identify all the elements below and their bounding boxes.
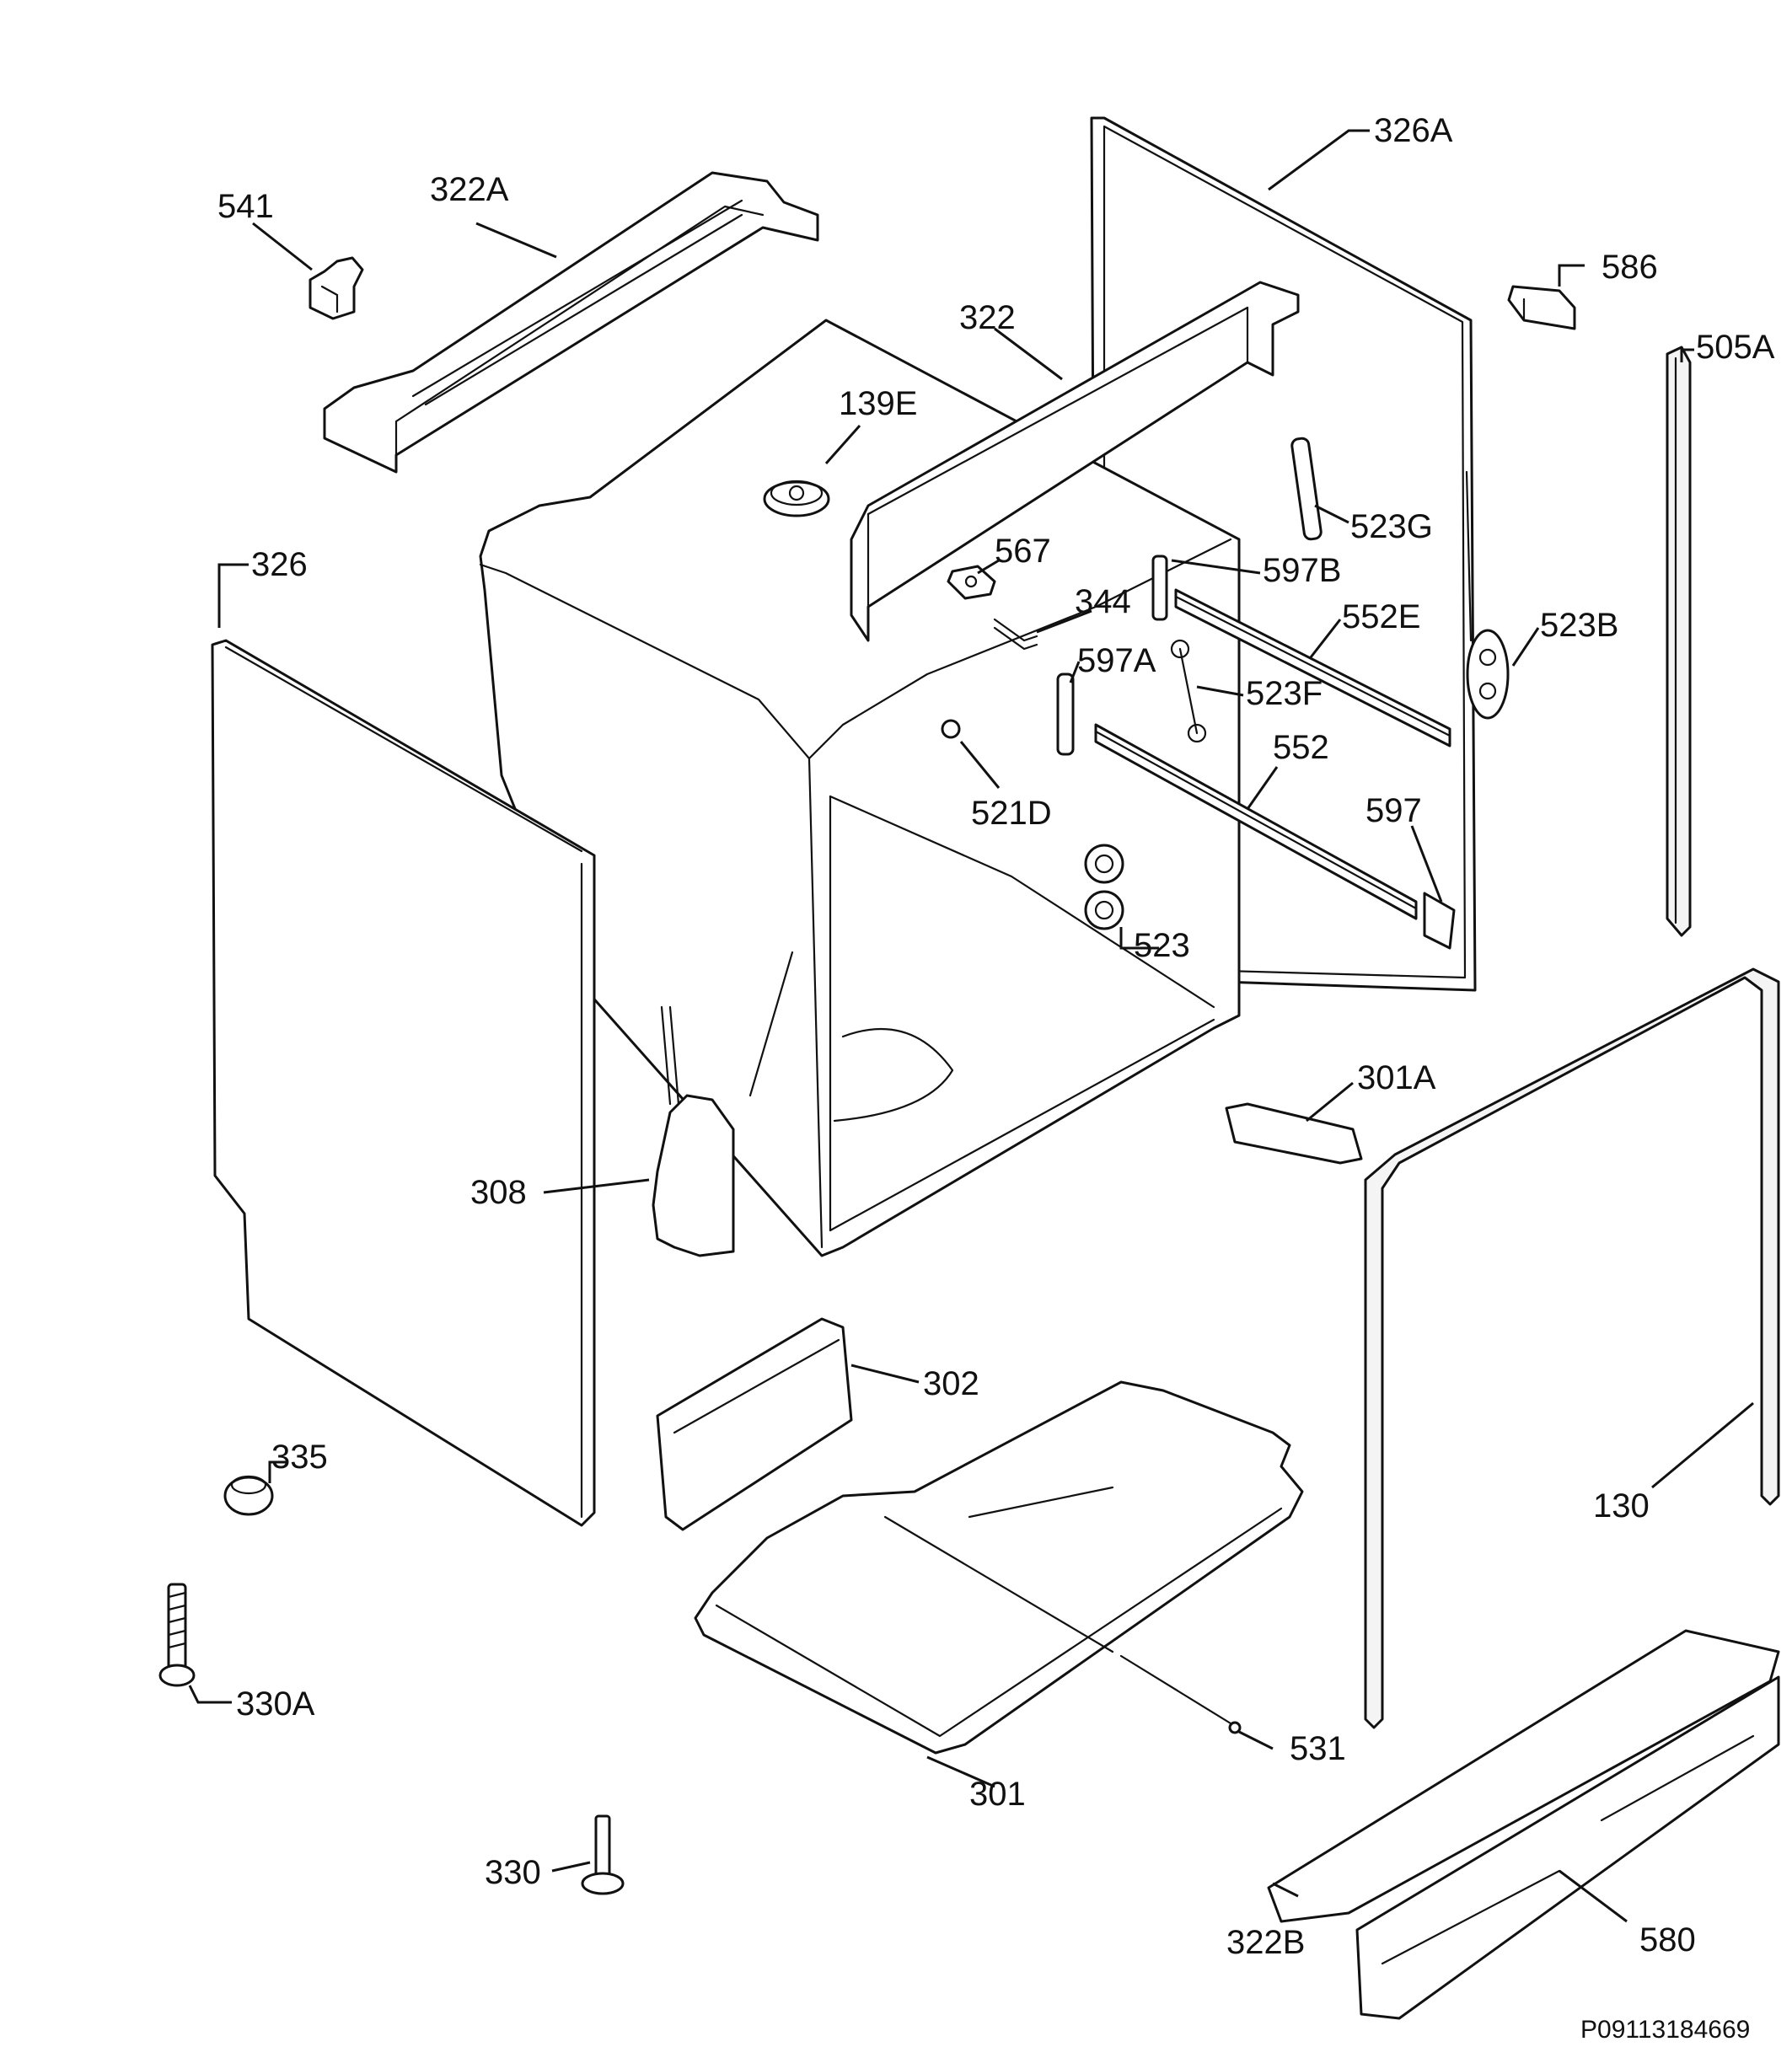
document-id: P09113184669: [1580, 2016, 1750, 2044]
label-322B: 322B: [1226, 1924, 1305, 1961]
part-567-clip[interactable]: [947, 565, 996, 600]
label-523G: 523G: [1350, 508, 1433, 545]
part-552-rail[interactable]: [1094, 723, 1418, 920]
part-tub[interactable]: [479, 319, 1241, 1257]
part-597A-end-cap[interactable]: [1056, 673, 1075, 756]
part-523-bearing-pair[interactable]: [1084, 844, 1124, 930]
part-531-rod[interactable]: [1119, 1654, 1242, 1734]
label-541: 541: [217, 188, 274, 225]
label-330A: 330A: [236, 1685, 315, 1723]
part-322-top-frame[interactable]: [850, 281, 1300, 642]
label-130: 130: [1593, 1487, 1650, 1525]
label-301: 301: [969, 1776, 1026, 1813]
leader-lines: [188, 129, 1754, 1923]
label-567: 567: [995, 533, 1051, 570]
part-301-base[interactable]: [694, 1380, 1304, 1755]
part-326-side-panel[interactable]: [211, 639, 596, 1527]
label-597A: 597A: [1077, 642, 1156, 679]
part-523F-link[interactable]: [1170, 639, 1207, 743]
part-330-screw[interactable]: [581, 1814, 625, 1895]
part-301A-handle[interactable]: [1225, 1102, 1363, 1165]
label-139E: 139E: [839, 385, 917, 422]
label-552E: 552E: [1342, 598, 1420, 635]
part-597B-end-cap[interactable]: [1151, 555, 1168, 621]
label-326: 326: [251, 546, 308, 583]
label-330: 330: [485, 1854, 541, 1891]
label-597B: 597B: [1263, 552, 1341, 589]
label-335: 335: [271, 1439, 328, 1476]
part-344-clip[interactable]: [993, 618, 1038, 651]
label-505A: 505A: [1696, 329, 1775, 366]
label-344: 344: [1075, 583, 1131, 620]
label-302: 302: [923, 1365, 979, 1402]
label-308: 308: [470, 1174, 527, 1211]
label-531: 531: [1290, 1730, 1346, 1767]
part-580-bottom-rail[interactable]: [1267, 1629, 1780, 2020]
part-308-hinge[interactable]: [652, 1005, 735, 1257]
part-139E-knob[interactable]: [763, 480, 830, 517]
label-586: 586: [1602, 249, 1658, 286]
part-541-clip[interactable]: [309, 256, 364, 320]
part-335-nut[interactable]: [223, 1475, 274, 1516]
label-523: 523: [1134, 927, 1190, 964]
label-326A: 326A: [1374, 112, 1453, 149]
label-322A: 322A: [430, 171, 509, 208]
label-580: 580: [1639, 1921, 1696, 1959]
part-130-door-seal[interactable]: [1364, 967, 1780, 1729]
label-523F: 523F: [1246, 675, 1323, 712]
part-521D-plug[interactable]: [941, 719, 961, 739]
part-322A-top-trim[interactable]: [323, 171, 819, 474]
label-523B: 523B: [1540, 607, 1618, 644]
label-597: 597: [1365, 792, 1422, 829]
part-330A-screw[interactable]: [158, 1583, 196, 1687]
part-labels: 326A 541 322A 586 322 505A 139E 523G 326…: [217, 112, 1775, 2044]
label-521D: 521D: [971, 795, 1052, 832]
part-586-bracket[interactable]: [1507, 285, 1576, 330]
label-322: 322: [959, 299, 1016, 336]
part-597-end-cap[interactable]: [1423, 892, 1456, 950]
part-523B-bearing[interactable]: [1466, 629, 1510, 720]
label-552: 552: [1273, 729, 1329, 766]
part-302-bracket[interactable]: [656, 1317, 853, 1531]
part-523G-runner[interactable]: [1290, 437, 1323, 541]
part-552E-rail[interactable]: [1174, 588, 1451, 748]
part-505A-seal-strip[interactable]: [1666, 346, 1692, 937]
label-301A: 301A: [1357, 1059, 1436, 1096]
